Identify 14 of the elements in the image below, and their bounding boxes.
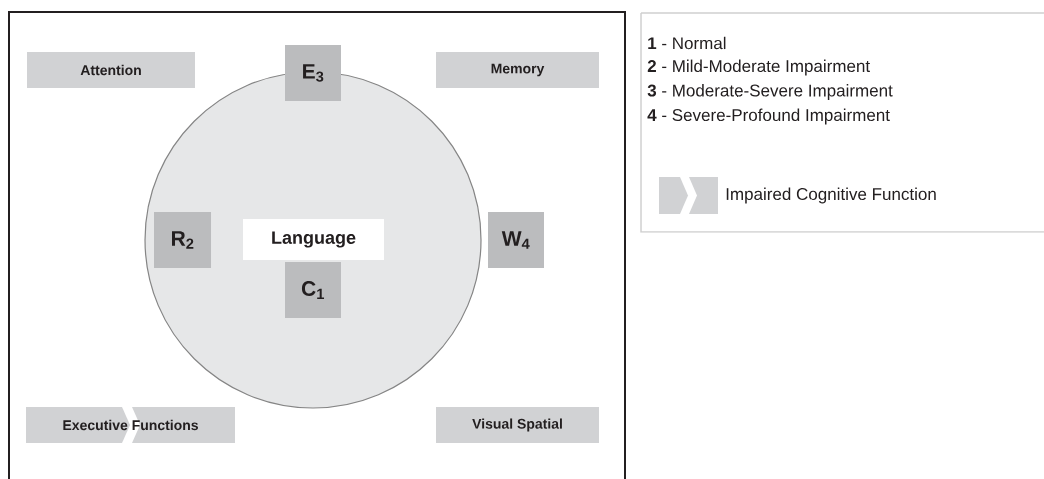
legend-entry: 4 - Severe-Profound Impairment [647,108,890,125]
legend-entry: 3 - Moderate-Severe Impairment [647,84,893,100]
score-box: E$_{3}$ [285,45,341,101]
score-box: C$_{1}$ [285,262,341,318]
legend-entry: 1 - Normal [648,36,726,50]
score-box: R$_{2}$ [154,212,211,268]
legend-entry: 2 - Mild-Moderate Impairment [647,59,870,76]
legend-entry: Impaired Cognitive Function [726,187,936,204]
category-box: Visual Spatial [436,407,599,443]
category-box: Memory [436,52,599,88]
label-box: Language [243,219,384,260]
impaired-category-box: Executive Functions [26,407,235,443]
category-box: Attention [27,52,195,88]
score-box: W$_{4}$ [488,212,544,268]
